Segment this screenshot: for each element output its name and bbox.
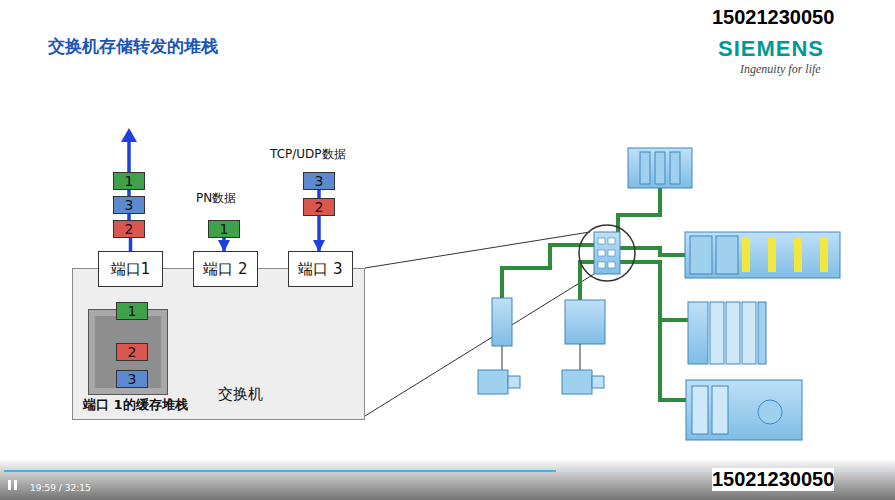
packet-number: 1	[220, 221, 229, 237]
packet-number: 3	[315, 173, 324, 189]
phone-number: 15021230050	[712, 468, 834, 491]
brand-slogan: Ingenuity for life	[740, 62, 821, 77]
pause-icon	[14, 480, 17, 490]
drive-1	[478, 298, 520, 394]
data-label: PN数据	[196, 190, 236, 207]
port-label: 端口 3	[298, 260, 342, 279]
motor-starter	[686, 380, 802, 440]
port-box: 端口 3	[288, 251, 353, 287]
packet-number: 2	[125, 221, 134, 237]
progress-played	[4, 470, 556, 472]
player-bar	[0, 458, 895, 500]
packet: 2	[303, 198, 335, 216]
flow-arrow	[129, 238, 133, 251]
slide-title: 交换机存储转发的堆栈	[48, 35, 218, 58]
arrow-head	[121, 128, 137, 142]
packet: 1	[113, 172, 145, 190]
packet: 2	[116, 343, 148, 361]
packet: 1	[116, 302, 148, 320]
packet-number: 3	[128, 371, 137, 387]
box-label: 端口 1的缓存堆栈	[81, 396, 190, 414]
io-rack	[685, 232, 840, 278]
distributed-io	[688, 302, 766, 364]
packet: 3	[113, 196, 145, 214]
packet-number: 1	[128, 303, 137, 319]
packet-number: 2	[128, 344, 137, 360]
packet-number: 2	[315, 199, 324, 215]
pause-icon	[8, 480, 11, 490]
network-cable	[502, 188, 690, 400]
port-label: 端口 2	[203, 260, 247, 279]
port-box: 端口1	[98, 251, 163, 287]
packet: 3	[116, 370, 148, 388]
port-label: 端口1	[111, 260, 151, 279]
box-label: 交换机	[218, 385, 263, 404]
packet-number: 1	[125, 173, 134, 189]
zoom-line	[365, 274, 594, 416]
buffer-stack: 端口 1的缓存堆栈123	[88, 309, 168, 395]
packet: 3	[303, 172, 335, 190]
packet-number: 3	[125, 197, 134, 213]
video-time: 19:59 / 32:15	[30, 483, 91, 493]
output-arrow	[127, 140, 131, 172]
flow-arrow	[222, 238, 226, 251]
network-switch	[579, 225, 635, 281]
data-label: TCP/UDP数据	[270, 146, 346, 163]
plc-device	[628, 148, 692, 188]
packet: 1	[208, 220, 240, 238]
switch-box: 交换机端口1端口 2端口 3端口 1的缓存堆栈123	[72, 268, 365, 420]
drive-2	[562, 300, 605, 394]
flow-arrow	[317, 216, 321, 251]
packet: 2	[113, 220, 145, 238]
brand-logo: SIEMENS	[718, 36, 824, 62]
phone-number: 15021230050	[712, 6, 834, 29]
zoom-line	[365, 232, 590, 268]
flow-arrow	[317, 190, 321, 198]
port-box: 端口 2	[193, 251, 258, 287]
